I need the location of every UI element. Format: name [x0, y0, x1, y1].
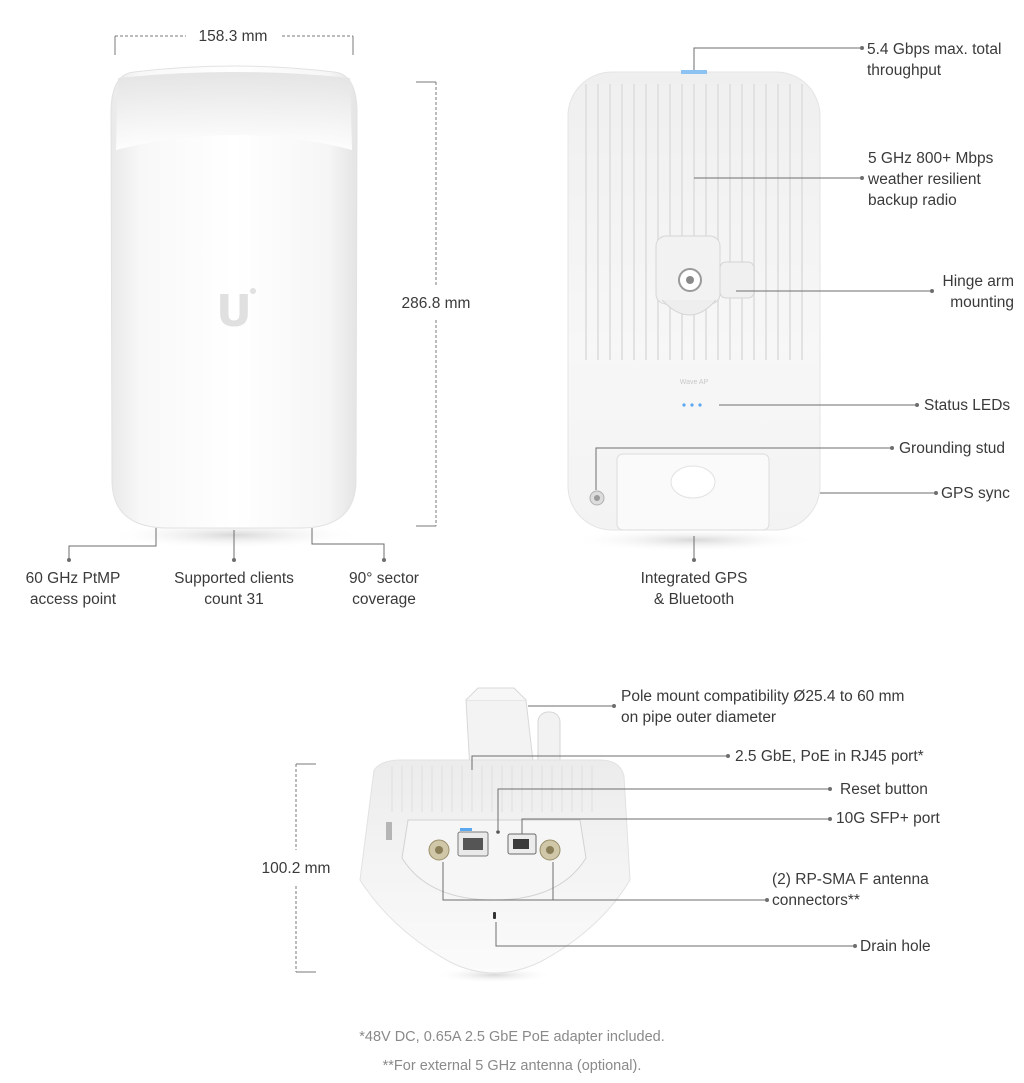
device-logo: U [216, 286, 252, 337]
front-width-dimension [114, 35, 354, 55]
bottom-height-label: 100.2 mm [262, 860, 331, 877]
label-status-leds: Status LEDs [924, 397, 1011, 414]
label-rj45-port: 2.5 GbE, PoE in RJ45 port* [735, 748, 924, 765]
back-callout-lines [595, 47, 936, 560]
front-callout-lines [68, 528, 385, 560]
label-grounding-stud: Grounding stud [899, 440, 1005, 457]
label-drain-hole: Drain hole [860, 938, 931, 955]
bottom-callout-lines [442, 705, 855, 947]
label-sfp-port: 10G SFP+ port [836, 810, 940, 827]
front-height-dimension [416, 81, 437, 527]
front-view-device: U [104, 65, 364, 549]
bottom-view-device [359, 687, 631, 983]
back-model-text: Wave AP [680, 379, 709, 386]
bottom-height-dimension [295, 763, 316, 973]
label-reset-button: Reset button [840, 781, 928, 798]
status-leds [682, 403, 702, 407]
footnote-external-antenna: **For external 5 GHz antenna (optional). [382, 1058, 642, 1074]
front-width-label: 158.3 mm [199, 28, 268, 45]
back-view-device: Wave AP [567, 70, 821, 552]
footnote-poe-adapter: *48V DC, 0.65A 2.5 GbE PoE adapter inclu… [359, 1029, 665, 1045]
label-gps-sync: GPS sync [941, 485, 1010, 502]
front-height-label: 286.8 mm [402, 295, 471, 312]
label-gps-bluetooth: Integrated GPS& Bluetooth [640, 570, 748, 608]
